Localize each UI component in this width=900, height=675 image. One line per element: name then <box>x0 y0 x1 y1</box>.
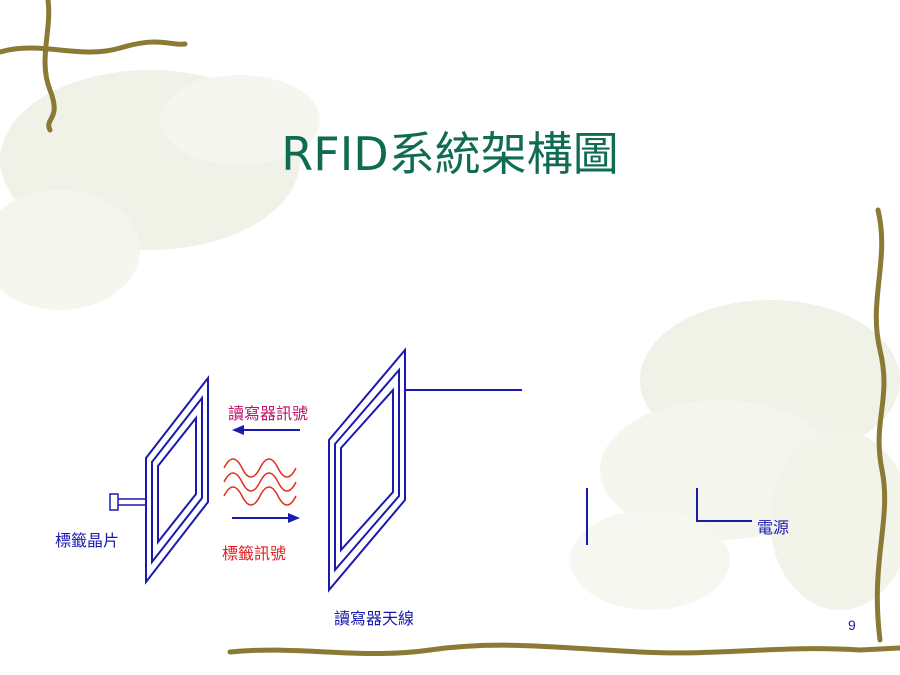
vine-decoration <box>0 39 188 55</box>
tag-signal-label: 標籤訊號 <box>222 544 287 563</box>
tag-signal-arrow <box>232 513 300 523</box>
power-line-right <box>696 488 752 522</box>
reader-antenna-label: 讀寫器天線 <box>334 609 415 628</box>
tag-chip-label: 標籤晶片 <box>55 531 120 550</box>
tag-antenna <box>145 375 209 585</box>
reader-signal-label: 讀寫器訊號 <box>228 404 309 423</box>
radio-wave-icon <box>223 458 297 506</box>
vine-decoration <box>873 207 888 643</box>
vine-decoration <box>227 642 900 657</box>
power-label: 電源 <box>757 518 790 537</box>
reader-signal-arrow <box>232 425 300 435</box>
tag-chip <box>109 493 146 511</box>
page-number: 9 <box>848 617 856 633</box>
reader-antenna <box>328 347 406 593</box>
slide-title: RFID系統架構圖 <box>281 127 619 181</box>
